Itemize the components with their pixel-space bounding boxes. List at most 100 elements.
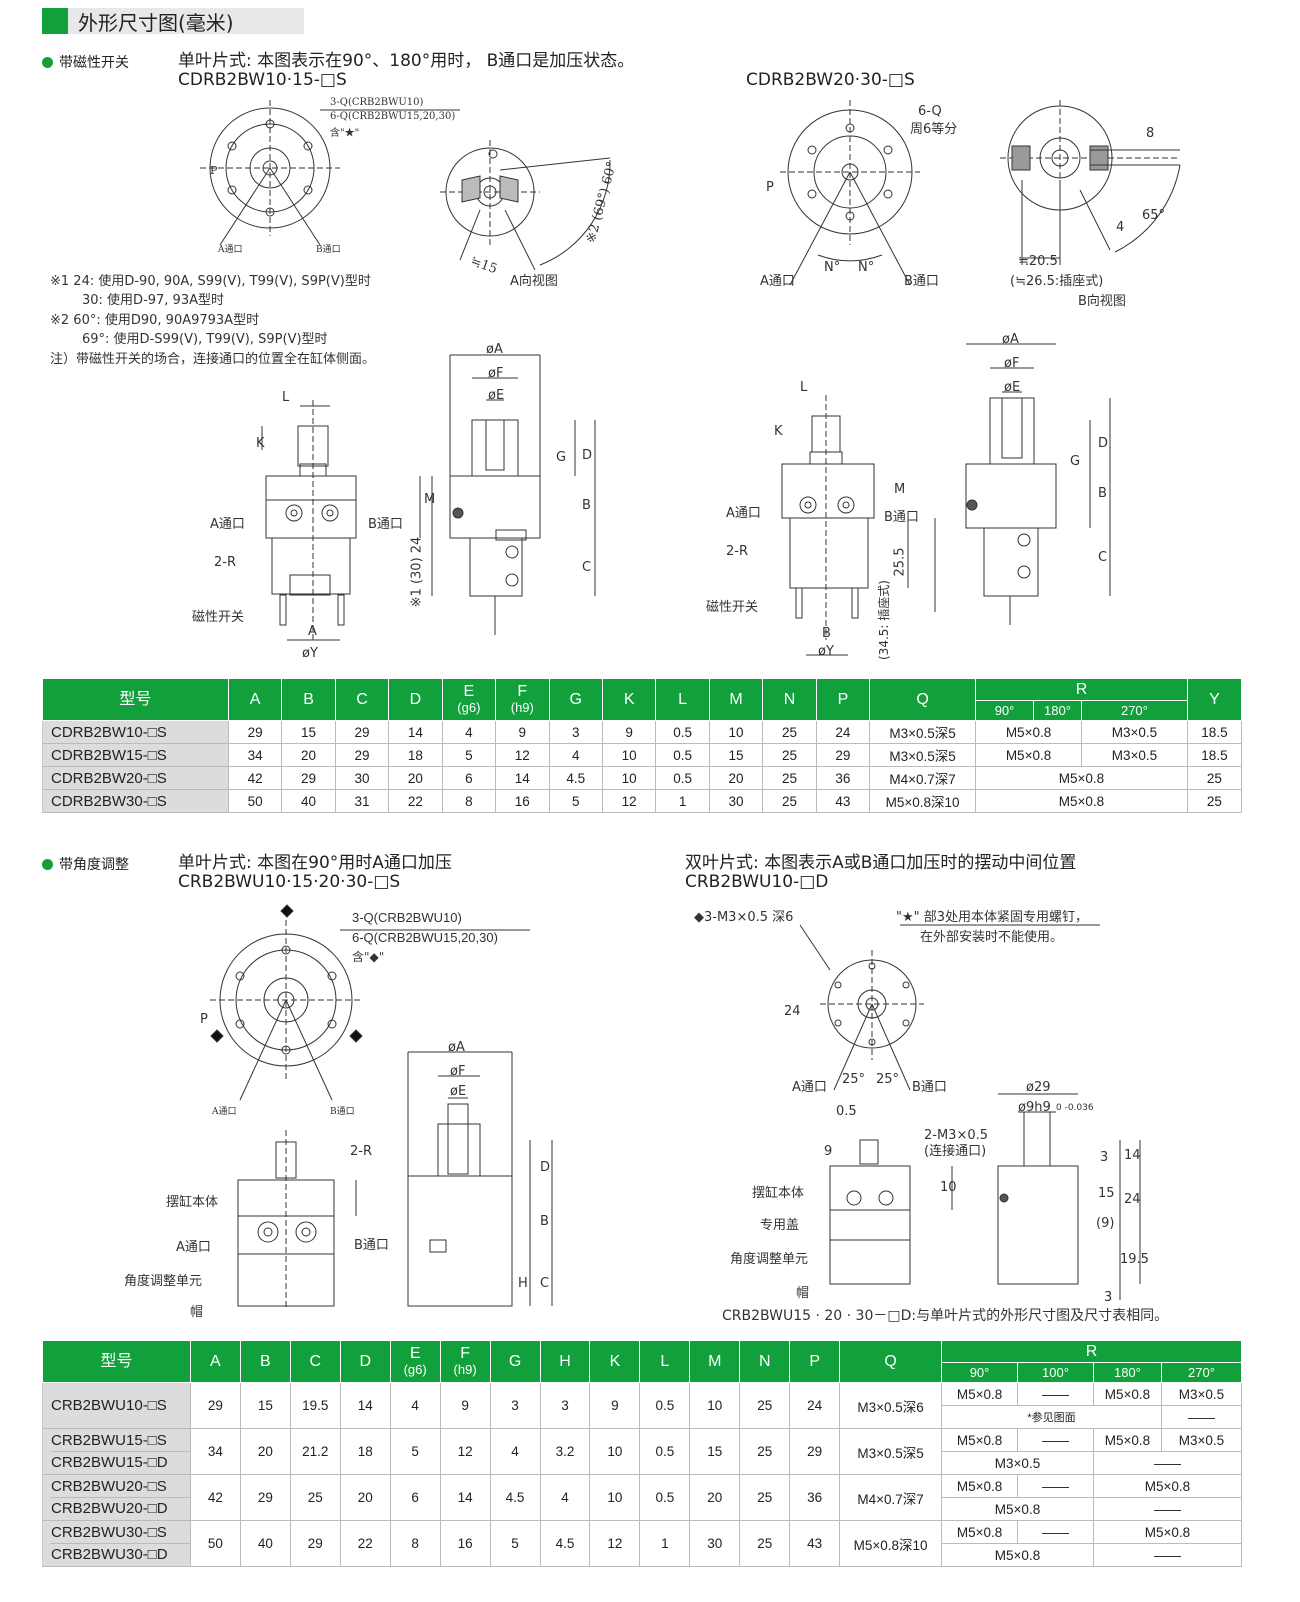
table-cell: 12	[589, 1520, 641, 1567]
s2-port-a-small: A通口	[212, 1107, 237, 1117]
table-cell: ——	[1092, 1543, 1243, 1567]
model-cell: CRB2BWU10-□S	[42, 1382, 191, 1429]
table-cell: 10	[689, 1382, 741, 1429]
s2-C: C	[540, 1276, 550, 1291]
s2-dim-9: 9	[824, 1144, 833, 1159]
far-C: C	[1098, 550, 1108, 565]
callout-q2: 6-Q(CRB2BWU15,20,30)	[330, 111, 456, 122]
table-cell: 20	[339, 1474, 391, 1521]
s2-rd-0: 3	[1100, 1150, 1109, 1165]
table-cell: 4.5	[489, 1474, 541, 1521]
s2-2r: 2-R	[350, 1144, 372, 1159]
table-cell: M5×0.8深10	[869, 789, 977, 813]
label-port-b-small: B通口	[316, 245, 341, 255]
table-cell: 14	[495, 766, 550, 790]
table-cell: 25	[762, 789, 817, 813]
table-cell: 25	[762, 743, 817, 767]
table-cell: 20	[239, 1428, 291, 1475]
table-cell: 4	[389, 1382, 441, 1429]
s2-dim-05: 0.5	[836, 1104, 857, 1119]
table-cell: M5×0.8	[941, 1474, 1019, 1498]
s2-rd-1: 14	[1124, 1148, 1141, 1163]
table-cell: ——	[1092, 1451, 1243, 1475]
table-cell: 25	[289, 1474, 341, 1521]
table-cell: 18.5	[1186, 743, 1243, 767]
section1-label: 带磁性开关	[42, 52, 129, 72]
table-cell: 0.5	[639, 1474, 691, 1521]
table-cell: 36	[789, 1474, 841, 1521]
view-a-label: A向视图	[510, 274, 558, 289]
section1-model-left: CDRB2BW10·15-□S	[178, 70, 347, 90]
table-cell: 20	[689, 1474, 741, 1521]
model-name: CRB2BWU30-□D	[51, 1546, 168, 1563]
table-cell: 20	[281, 743, 336, 767]
s2-dim-25b: 25°	[876, 1072, 900, 1087]
table-cell: M5×0.8	[941, 1428, 1019, 1452]
s2-part-body: 摆缸本体	[166, 1195, 219, 1210]
table-cell: M5×0.8	[975, 789, 1188, 813]
table-cell: 5	[489, 1520, 541, 1567]
s2-port-b-small: B通口	[330, 1107, 355, 1117]
note-1: ※1 24: 使用D-90, 90A, S99(V), T99(V), S9P(…	[50, 274, 371, 289]
table-cell: 3	[489, 1382, 541, 1429]
table-cell: M5×0.8深10	[839, 1520, 943, 1567]
table-cell: 43	[815, 789, 871, 813]
far-oA: øA	[1002, 332, 1019, 347]
table-cell: M4×0.7深7	[839, 1474, 943, 1521]
table-cell: 3	[548, 720, 603, 744]
table-cell: 34	[227, 743, 283, 767]
s2-r-part-angle: 角度调整单元	[730, 1252, 809, 1267]
right-port-b-side: B通口	[884, 510, 919, 525]
model-cell: CDRB2BW10-□S	[42, 720, 229, 744]
dim-4: 4	[1116, 220, 1125, 235]
table-cell: 9	[439, 1382, 491, 1429]
table-row: M3×0.5——	[43, 1451, 1243, 1475]
table-cell: M3×0.5深5	[869, 743, 977, 767]
section1-drawings	[200, 100, 1181, 656]
table-cell: 10	[708, 720, 764, 744]
left-Y: øY	[302, 646, 318, 661]
table-cell: 4	[548, 743, 603, 767]
table-cell: 15	[239, 1382, 291, 1429]
s2-callout-q2: 6-Q(CRB2BWU15,20,30)	[352, 930, 498, 945]
s2-bottom-note: CRB2BWU15 · 20 · 30－□D:与单叶片式的外形尺寸图及尺寸表相同…	[722, 1308, 1169, 1324]
table-row: M5×0.8——	[43, 1543, 1243, 1567]
s2-dim-24: 24	[784, 1004, 801, 1019]
table-cell: 19.5	[289, 1382, 341, 1429]
right-n2: N°	[858, 260, 875, 275]
model-cell: CDRB2BW30-□S	[42, 789, 229, 813]
table-cell: 0.5	[639, 1382, 691, 1429]
right-port-a: A通口	[760, 274, 795, 289]
dim-20-5: ≒20.5	[1018, 254, 1058, 269]
s2-r-part-cover: 专用盖	[760, 1218, 800, 1233]
left-K: K	[256, 436, 265, 451]
s2-B: B	[540, 1214, 549, 1229]
s2-oA: øA	[448, 1040, 465, 1055]
right-2r: 2-R	[726, 544, 748, 559]
s2-star-note2: 在外部安装时不能使用。	[920, 930, 1064, 945]
table-cell: 30	[708, 789, 764, 813]
s2-dim-29: ø29	[1026, 1080, 1051, 1095]
table-cell: 3	[539, 1382, 591, 1429]
table-cell: 4	[539, 1474, 591, 1521]
far-G: G	[1070, 454, 1081, 469]
table-cell: 5	[441, 743, 497, 767]
table-cell: ——	[1092, 1497, 1243, 1521]
table-cell: 25	[739, 1428, 791, 1475]
table-cell: 3.2	[539, 1428, 591, 1475]
s2-part-cap: 帽	[190, 1305, 204, 1320]
table-cell: 25	[1186, 789, 1243, 813]
table-cell: 20	[708, 766, 764, 790]
s2-star-note: "★" 部3处用本体紧固专用螺钉，	[896, 910, 1089, 925]
s2-oE: øE	[450, 1084, 467, 1099]
mid-B: B	[582, 498, 591, 513]
right-M: M	[894, 482, 906, 497]
left-M: M	[424, 492, 436, 507]
table-cell: 42	[227, 766, 283, 790]
table-cell: ——	[1017, 1428, 1094, 1452]
table-cell: 9	[495, 720, 550, 744]
s2-rd-2: 15	[1098, 1186, 1115, 1201]
table-cell: 29	[189, 1382, 241, 1429]
